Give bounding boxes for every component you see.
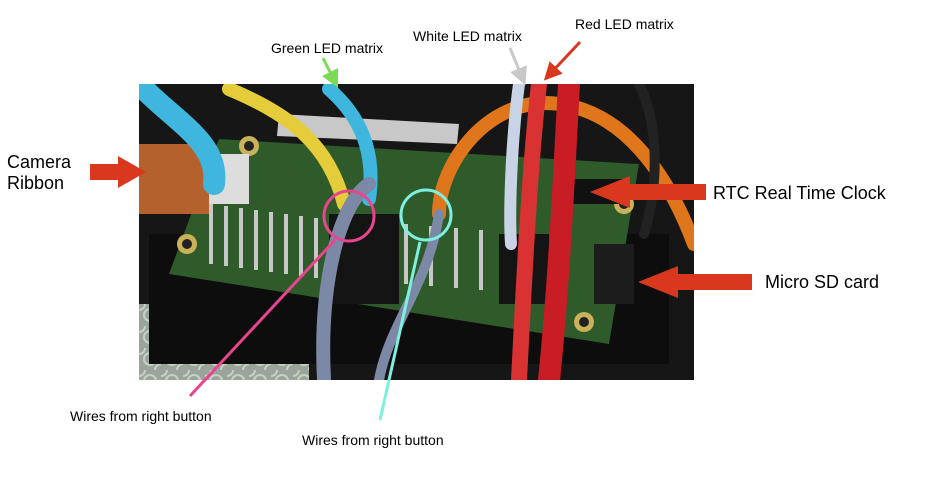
- camera-ribbon-label-line2: Ribbon: [7, 173, 65, 193]
- white-arrow: [508, 47, 527, 86]
- wires-left-label: Wires from right button: [70, 408, 212, 424]
- red-led-matrix-label: Red LED matrix: [575, 16, 674, 32]
- rtc-label: RTC Real Time Clock: [713, 183, 886, 203]
- wires-right-label: Wires from right button: [302, 432, 444, 448]
- camera-ribbon-label-line1: Camera: [7, 152, 72, 172]
- green-led-matrix-label: Green LED matrix: [271, 40, 384, 56]
- micro-sd-label: Micro SD card: [765, 272, 880, 292]
- green-arrow: [321, 57, 339, 89]
- white-led-matrix-label: White LED matrix: [413, 28, 522, 44]
- camera-ribbon-arrow: [90, 156, 146, 188]
- raspberry-pi-zero-photo: [139, 84, 694, 380]
- red-top-arrow: [543, 40, 582, 81]
